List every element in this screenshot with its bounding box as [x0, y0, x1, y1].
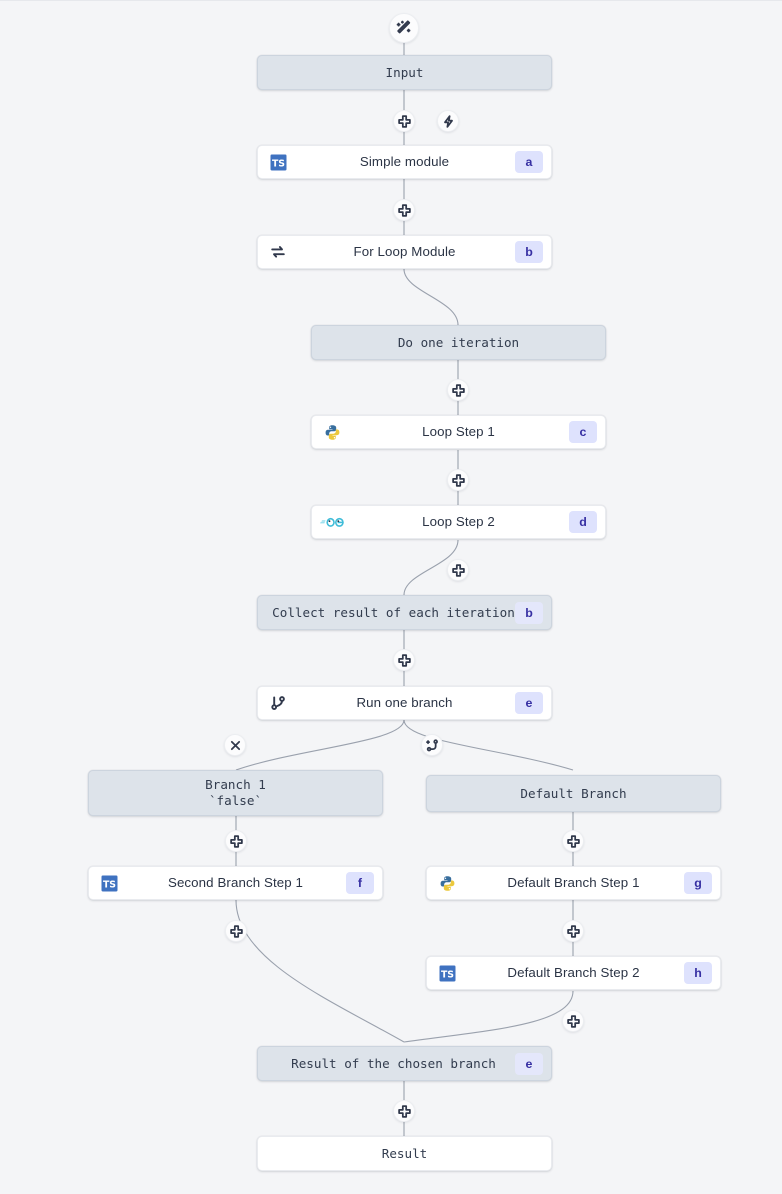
node-badge: g: [684, 872, 712, 894]
node-badge: d: [569, 511, 597, 533]
add-trigger-button[interactable]: [437, 110, 459, 132]
close-icon: [230, 740, 240, 750]
node-label: Default Branch Step 1: [507, 874, 640, 890]
add-branch-icon: [425, 738, 438, 751]
node-badge: h: [684, 962, 712, 984]
node-default-branch-step-2[interactable]: TS Default Branch Step 2 h: [426, 956, 721, 990]
node-for-loop-module[interactable]: For Loop Module b: [257, 235, 552, 269]
plus-icon: [397, 114, 411, 128]
plus-icon: [451, 563, 465, 577]
add-step-button[interactable]: [393, 1100, 415, 1122]
node-label: Default Branch: [520, 785, 627, 801]
node-default-branch-step-1[interactable]: Default Branch Step 1 g: [426, 866, 721, 900]
node-label: Loop Step 2: [422, 513, 495, 529]
plus-icon: [397, 1104, 411, 1118]
node-badge: c: [569, 421, 597, 443]
typescript-icon: TS: [268, 152, 288, 172]
typescript-icon: TS: [99, 873, 119, 893]
node-simple-module[interactable]: TS Simple module a: [257, 145, 552, 179]
add-step-button[interactable]: [393, 199, 415, 221]
node-result[interactable]: Result: [257, 1136, 552, 1171]
node-run-one-branch[interactable]: Run one branch e: [257, 686, 552, 720]
node-second-branch-step-1[interactable]: TS Second Branch Step 1 f: [88, 866, 383, 900]
node-label: For Loop Module: [353, 243, 456, 259]
plus-icon: [566, 834, 580, 848]
add-step-button[interactable]: [225, 830, 247, 852]
node-badge: e: [515, 692, 543, 714]
node-label: Loop Step 1: [422, 423, 495, 439]
node-label: Do one iteration: [397, 334, 520, 350]
node-label: Default Branch Step 2: [507, 964, 640, 980]
node-label: Branch 1 `false`: [205, 777, 266, 808]
plus-icon: [229, 924, 243, 938]
loop-icon: [268, 242, 288, 262]
add-step-button[interactable]: [225, 920, 247, 942]
branch-icon: [268, 693, 288, 713]
svg-text:TS: TS: [271, 158, 284, 169]
plus-icon: [397, 203, 411, 217]
node-do-one-iteration[interactable]: Do one iteration: [311, 325, 606, 360]
node-label: Second Branch Step 1: [167, 874, 304, 890]
add-step-button[interactable]: [447, 559, 469, 581]
plus-icon: [451, 383, 465, 397]
node-badge: b: [515, 601, 543, 624]
node-branch-1[interactable]: Branch 1 `false`: [88, 770, 383, 816]
node-chosen-branch-result[interactable]: Result of the chosen branch e: [257, 1046, 552, 1081]
zap-icon: [443, 114, 453, 128]
add-step-button[interactable]: [393, 110, 415, 132]
node-label: Collect result of each iteration: [272, 604, 515, 620]
add-step-button[interactable]: [562, 830, 584, 852]
node-loop-step-2[interactable]: Loop Step 2 d: [311, 505, 606, 539]
add-step-button[interactable]: [562, 920, 584, 942]
node-label: Input: [385, 64, 424, 80]
plus-icon: [397, 653, 411, 667]
plus-icon: [566, 1014, 580, 1028]
add-step-button[interactable]: [562, 1010, 584, 1032]
node-input[interactable]: Input: [257, 55, 552, 90]
node-badge: a: [515, 151, 543, 173]
plus-icon: [451, 473, 465, 487]
node-loop-step-1[interactable]: Loop Step 1 c: [311, 415, 606, 449]
typescript-icon: TS: [437, 963, 457, 983]
node-collect-result[interactable]: Collect result of each iteration b: [257, 595, 552, 630]
python-icon: [322, 422, 342, 442]
node-badge: f: [346, 872, 374, 894]
add-step-button[interactable]: [447, 379, 469, 401]
svg-text:TS: TS: [102, 879, 115, 890]
remove-branch-button[interactable]: [224, 734, 246, 756]
node-badge: e: [515, 1052, 543, 1075]
node-label: Simple module: [359, 153, 450, 169]
node-badge: b: [515, 241, 543, 263]
add-step-button[interactable]: [447, 469, 469, 491]
magic-wand-button[interactable]: [389, 13, 419, 43]
magic-wand-icon: [396, 20, 411, 34]
plus-icon: [229, 834, 243, 848]
node-label: Result: [381, 1145, 428, 1161]
python-icon: [437, 873, 457, 893]
node-default-branch[interactable]: Default Branch: [426, 775, 721, 812]
add-step-button[interactable]: [393, 649, 415, 671]
node-label: Run one branch: [356, 694, 453, 710]
top-divider: [0, 0, 782, 1]
node-label: Result of the chosen branch: [291, 1055, 496, 1071]
svg-text:TS: TS: [440, 969, 453, 980]
plus-icon: [566, 924, 580, 938]
add-branch-button[interactable]: [421, 734, 443, 756]
go-icon: [320, 512, 346, 532]
